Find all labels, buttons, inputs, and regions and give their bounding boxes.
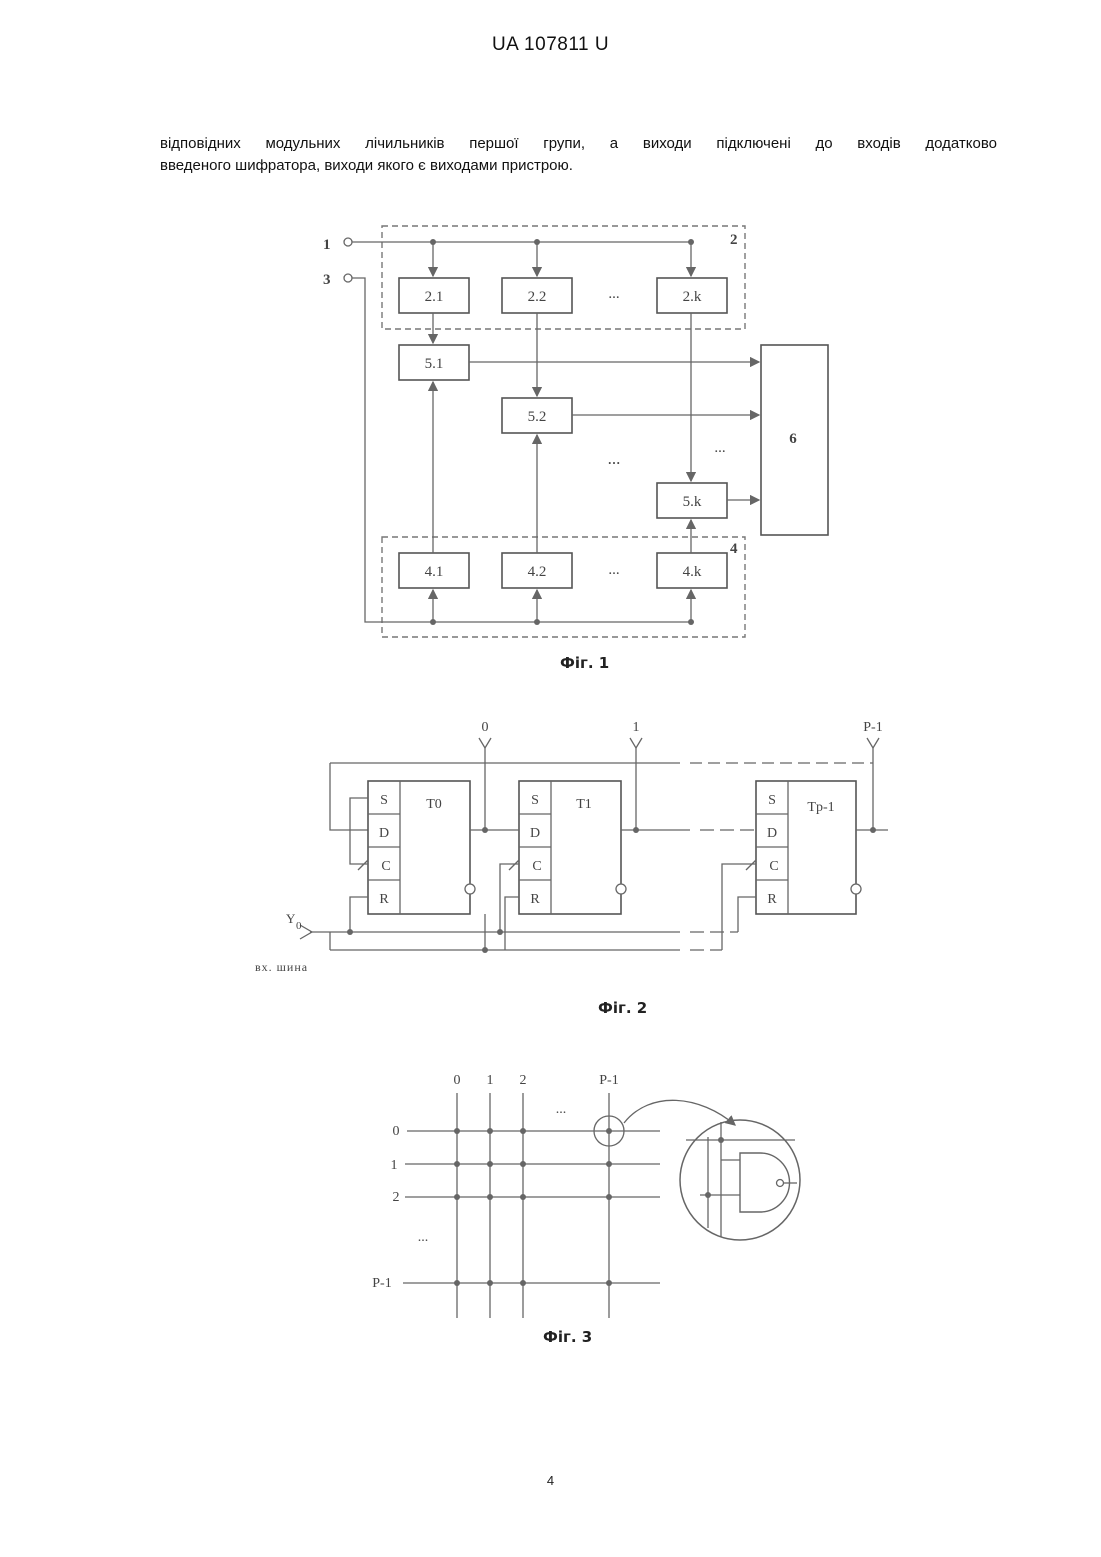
output-1-label: 1: [633, 720, 640, 735]
group-2-label: 2: [730, 232, 738, 248]
block-4-k-label: 4.k: [683, 564, 702, 580]
t1-pin-s: S: [531, 793, 539, 808]
input-3-terminal: [344, 274, 352, 282]
figure-2-diagram: 0 1 P-1 S D C R T0: [255, 720, 888, 974]
row-ellipsis: ...: [418, 1230, 429, 1245]
bus-label: вх. шина: [255, 960, 308, 974]
group-4-label: 4: [730, 541, 738, 557]
row-2-label: 2: [393, 1190, 400, 1205]
col-2-label: 2: [520, 1073, 527, 1088]
t1-pin-r: R: [530, 892, 540, 907]
fig3-caption: Фіг. 3: [543, 1328, 592, 1346]
fig1-caption: Фіг. 1: [560, 654, 609, 672]
right-ellipsis: ...: [714, 440, 725, 456]
t0-pin-s: S: [380, 793, 388, 808]
input-3-label: 3: [323, 272, 331, 288]
row-p1-label: P-1: [372, 1276, 391, 1291]
t0-label: T0: [426, 797, 442, 812]
block-5-1-label: 5.1: [425, 356, 444, 372]
tp1-pin-s: S: [768, 793, 776, 808]
t1-label: T1: [576, 797, 592, 812]
bottom-ellipsis: ...: [608, 562, 619, 578]
t0-pin-r: R: [379, 892, 389, 907]
col-1-label: 1: [487, 1073, 494, 1088]
row-0-label: 0: [393, 1124, 400, 1139]
t0-pin-d: D: [379, 826, 389, 841]
input-y-subscript: 0: [296, 920, 302, 932]
block-2-2-label: 2.2: [528, 289, 547, 305]
mid-ellipsis: ...: [608, 449, 621, 468]
t0-pin-c: C: [381, 859, 390, 874]
page-number: 4: [0, 1473, 1101, 1488]
input-y-label: Y: [286, 911, 296, 926]
col-0-label: 0: [454, 1073, 461, 1088]
block-4-2-label: 4.2: [528, 564, 547, 580]
col-ellipsis: ...: [556, 1102, 567, 1117]
block-5-2-label: 5.2: [528, 409, 547, 425]
row-1-label: 1: [391, 1158, 398, 1173]
block-5-k-label: 5.k: [683, 494, 702, 510]
output-p1-label: P-1: [863, 720, 882, 735]
encoder-label: 6: [789, 431, 797, 447]
tp1-pin-c: C: [769, 859, 778, 874]
block-2-k-label: 2.k: [683, 289, 702, 305]
block-4-1-label: 4.1: [425, 564, 444, 580]
figure-1-diagram: 2 4 1 3 2.1: [323, 226, 828, 637]
t1-pin-d: D: [530, 826, 540, 841]
col-p1-label: P-1: [599, 1073, 618, 1088]
top-ellipsis: ...: [608, 286, 619, 302]
block-2-1-label: 2.1: [425, 289, 444, 305]
t1-pin-c: C: [532, 859, 541, 874]
input-1-label: 1: [323, 237, 331, 253]
tp1-label: Tp-1: [807, 800, 834, 815]
tp1-pin-d: D: [767, 826, 777, 841]
output-0-label: 0: [482, 720, 489, 735]
fig2-caption: Фіг. 2: [598, 999, 647, 1017]
figure-3-diagram: 0 1 2 P-1 ... 0 1 2 ... P-1: [372, 1073, 800, 1318]
input-1-terminal: [344, 238, 352, 246]
tp1-pin-r: R: [767, 892, 777, 907]
